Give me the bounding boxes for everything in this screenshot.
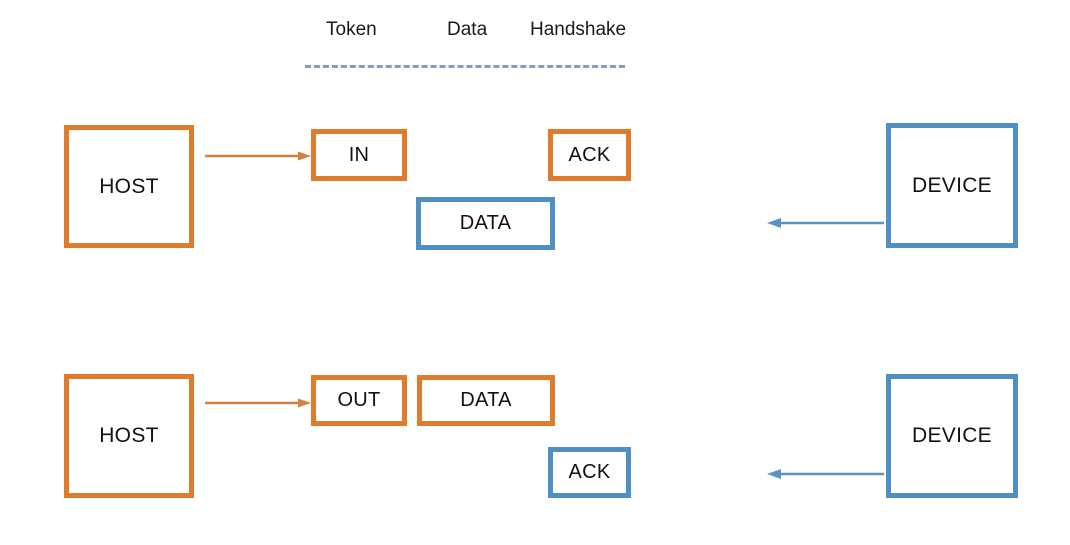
device-box-in-transaction: DEVICE <box>886 123 1018 248</box>
host-box-in-transaction: HOST <box>64 125 194 248</box>
device-to-ack-arrow-out <box>767 469 884 479</box>
packet-out-ack: ACK <box>548 447 631 498</box>
host-to-token-arrow-out <box>205 398 311 408</box>
column-header-token: Token <box>326 19 377 40</box>
packet-in-data: DATA <box>416 197 555 250</box>
column-header-handshake: Handshake <box>530 19 627 40</box>
host-to-token-arrow-in <box>205 151 311 161</box>
packet-in-ack: ACK <box>548 129 631 181</box>
packet-out-data: DATA <box>417 375 555 426</box>
packet-out-token: OUT <box>311 375 407 426</box>
column-header-data: Data <box>447 19 488 40</box>
header-divider <box>305 65 625 68</box>
packet-in-token: IN <box>311 129 407 181</box>
device-box-out-transaction: DEVICE <box>886 374 1018 498</box>
host-box-out-transaction: HOST <box>64 374 194 498</box>
device-to-data-arrow-in <box>767 218 884 228</box>
